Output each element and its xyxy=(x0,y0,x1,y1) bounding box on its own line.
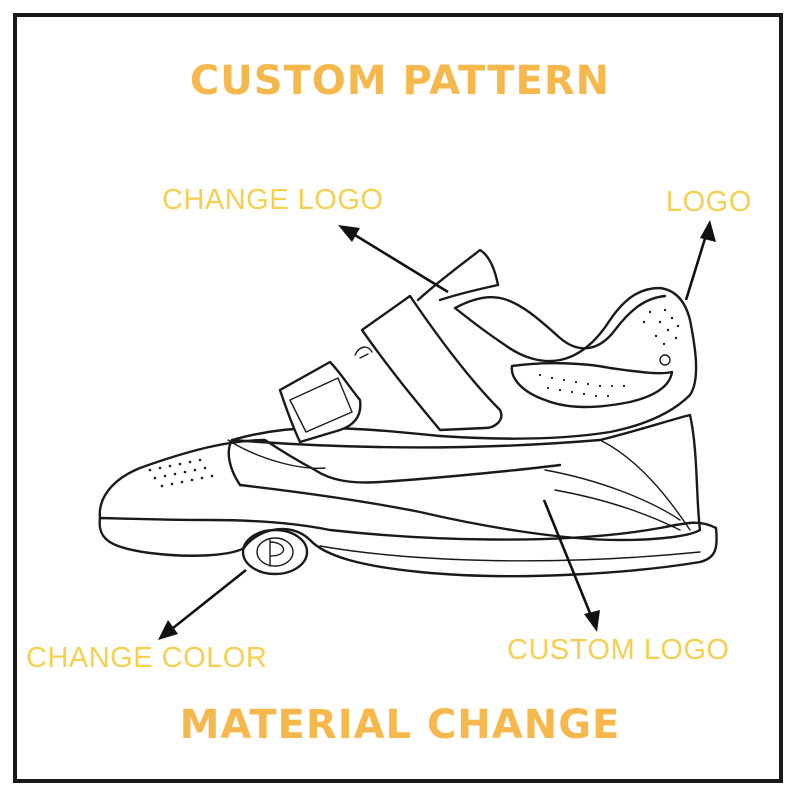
toe-cap xyxy=(98,438,562,520)
outsole xyxy=(98,516,718,578)
collar xyxy=(453,294,667,350)
callout-change-color: CHANGE COLOR xyxy=(26,642,268,674)
heel-perforations xyxy=(642,308,680,346)
side-panel xyxy=(510,362,674,409)
toe-perforations xyxy=(148,458,214,488)
title-custom-pattern: CUSTOM PATTERN xyxy=(189,58,611,104)
image-frame xyxy=(13,13,783,783)
footer-material-change: MATERIAL CHANGE xyxy=(179,702,621,748)
callout-change-logo: CHANGE LOGO xyxy=(162,184,384,216)
heel-wedge xyxy=(230,413,702,542)
top-strap xyxy=(360,294,503,432)
tongue xyxy=(416,248,500,302)
arrow-custom-logo xyxy=(542,499,600,632)
arrow-change-logo xyxy=(338,225,449,294)
heel-logo-emblem xyxy=(241,528,309,576)
side-panel-perforations xyxy=(538,373,626,398)
callout-custom-logo: CUSTOM LOGO xyxy=(507,634,730,666)
callout-logo: LOGO xyxy=(666,186,752,218)
arrow-change-color xyxy=(158,568,247,640)
arrow-logo xyxy=(684,220,716,301)
